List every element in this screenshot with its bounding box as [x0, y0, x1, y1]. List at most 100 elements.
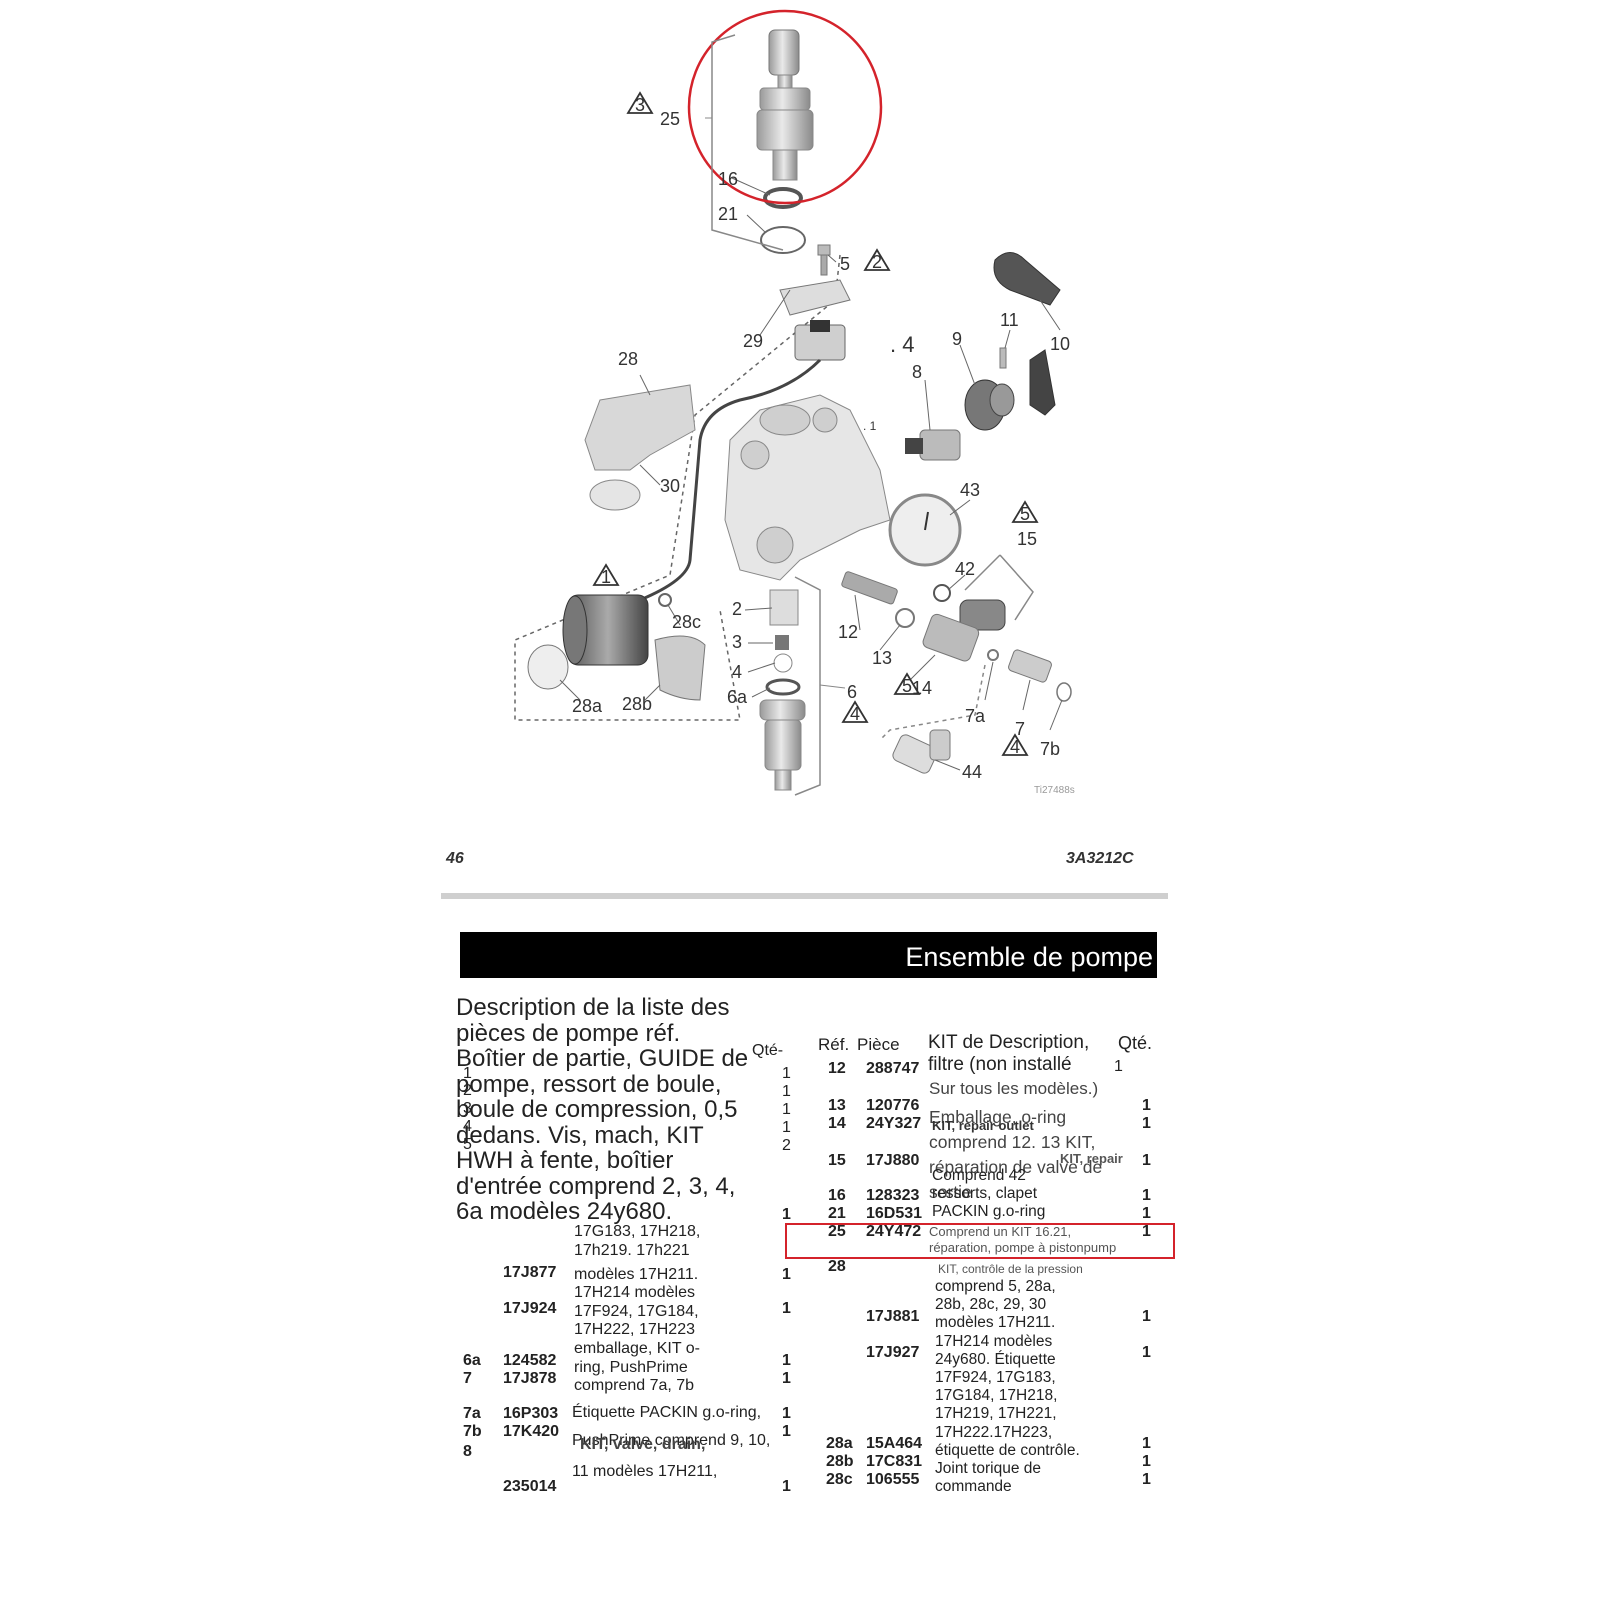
desc-cell: 11 modèles 17H211, — [572, 1463, 718, 1480]
callout-label: 5 — [840, 254, 850, 274]
ref-cell: 28a — [826, 1435, 853, 1452]
intro-description: Description de la liste des pièces de po… — [456, 994, 749, 1225]
callout-label: 10 — [1050, 334, 1070, 354]
callout-label: . 1 — [863, 419, 877, 433]
ref-cell: 4 — [463, 1118, 472, 1135]
ref-cell: 7a — [463, 1405, 481, 1422]
qty-cell: 1 — [782, 1119, 791, 1136]
highlight-row-box — [785, 1223, 1175, 1259]
ref-cell: 12 — [828, 1060, 846, 1077]
ref-cell: 14 — [828, 1115, 846, 1132]
part-cell: 17J881 — [866, 1308, 920, 1325]
desc-cell: Sur tous les modèles.) — [929, 1079, 1099, 1098]
ref-cell: 28b — [826, 1453, 854, 1470]
qty-cell: 1 — [1114, 1058, 1123, 1075]
desc-cell: modèles 17H211. — [574, 1266, 699, 1283]
callout-label: 7 — [1015, 719, 1025, 739]
right-side-parts — [841, 252, 1072, 774]
desc-cell: KIT, contrôle de la pression — [938, 1262, 1083, 1276]
qty-cell: 1 — [1142, 1471, 1151, 1488]
desc-cell: 17H214 modèles 17F924, 17G184, 17H222, 1… — [574, 1284, 699, 1338]
callout-label: 12 — [838, 622, 858, 642]
callout-label: 28a — [572, 696, 603, 716]
desc-cell: PushPrime comprend 9, 10, — [572, 1432, 771, 1449]
part-cell: 16D531 — [866, 1205, 923, 1222]
qty-cell: 1 — [782, 1206, 791, 1223]
shield-part — [584, 384, 696, 471]
ref-cell: 7 — [463, 1370, 472, 1387]
piston-pump-part — [756, 29, 814, 254]
ref-cell: 13 — [828, 1097, 846, 1114]
ref-cell: 8 — [463, 1443, 472, 1460]
part-cell: 128323 — [866, 1187, 920, 1204]
desc-header: KIT de Description, filtre (non installé — [928, 1032, 1090, 1075]
callout-label: 21 — [718, 204, 738, 224]
qty-cell: 1 — [1142, 1187, 1151, 1204]
callout-label: 29 — [743, 331, 763, 351]
desc-cell: Étiquette PACKIN g.o-ring, — [572, 1404, 762, 1421]
callout-label: 44 — [962, 762, 982, 782]
callout-label: 30 — [660, 476, 680, 496]
qty-cell: 1 — [782, 1083, 791, 1100]
desc-cell: KIT, repair — [1060, 1151, 1123, 1166]
ref-cell: 25 — [828, 1223, 846, 1240]
part-cell: 235014 — [503, 1478, 557, 1495]
warning-number: 5 — [1020, 504, 1030, 524]
ref-cell: 15 — [828, 1152, 846, 1169]
warning-number: 3 — [635, 95, 645, 115]
warning-icons — [592, 91, 1039, 756]
callout-label: 7a — [965, 706, 986, 726]
desc-cell: emballage, KIT o-ring, PushPrime compren… — [574, 1340, 700, 1394]
callout-label: . 4 — [890, 332, 914, 357]
qty-cell: 1 — [782, 1352, 791, 1369]
callout-label: 6a — [727, 687, 748, 707]
warning-number: 4 — [1010, 737, 1020, 757]
qty-header: Qté. — [1118, 1033, 1153, 1053]
qty-cell: 1 — [1142, 1223, 1151, 1240]
ref-cell: 28c — [826, 1471, 853, 1488]
callout-label: 6 — [847, 682, 857, 702]
warning-number: 5 — [902, 676, 912, 696]
part-cell: 24Y327 — [866, 1115, 922, 1132]
qty-cell: 1 — [782, 1423, 791, 1440]
part-cell: 288747 — [866, 1060, 920, 1077]
callout-label: 4 — [732, 662, 742, 682]
qty-cell: 1 — [782, 1478, 791, 1495]
qty-cell: 1 — [1142, 1152, 1151, 1169]
callout-label: 7b — [1040, 739, 1060, 759]
callout-label: 8 — [912, 362, 922, 382]
warning-number: 1 — [601, 567, 611, 587]
qty-cell: 1 — [782, 1065, 791, 1082]
callout-label: 28b — [622, 694, 652, 714]
desc-cell: KIT, valve, drain, — [580, 1436, 706, 1453]
ref-cell: 21 — [828, 1205, 846, 1222]
qty-cell: 1 — [782, 1370, 791, 1387]
part-cell: 16P303 — [503, 1405, 559, 1422]
callout-label: 14 — [912, 678, 932, 698]
callout-label: 25 — [660, 109, 680, 129]
qty-cell: 1 — [1142, 1115, 1151, 1132]
qty-cell: 1 — [782, 1405, 791, 1422]
document-number: 3A3212C — [1066, 850, 1134, 867]
ref-cell: 16 — [828, 1187, 846, 1204]
desc-cell: KIT, repair outlet — [932, 1118, 1034, 1133]
ref-cell: 3 — [463, 1100, 472, 1117]
callout-label: 9 — [952, 329, 962, 349]
inlet-valve-parts — [759, 589, 806, 791]
part-cell: 17J927 — [866, 1344, 920, 1361]
part-cell: 17K420 — [503, 1423, 560, 1440]
qty-header: Qté- — [752, 1042, 784, 1059]
qty-cell: 1 — [1142, 1308, 1151, 1325]
ref-cell: 2 — [463, 1082, 472, 1099]
part-cell: 17J880 — [866, 1152, 920, 1169]
part-cell: 17J924 — [503, 1300, 557, 1317]
desc-cell: Comprend 42 ressorts, clapet PACKIN g.o-… — [932, 1167, 1046, 1220]
desc-cell: Comprend un KIT 16.21, réparation, pompe… — [929, 1224, 1117, 1255]
section-title: Ensemble de pompe — [905, 942, 1153, 972]
highlight-circle — [687, 9, 883, 205]
qty-cell: 1 — [1142, 1435, 1151, 1452]
ref-header: Réf. — [818, 1035, 850, 1054]
callout-label: 28c — [672, 612, 701, 632]
callout-label: 43 — [960, 480, 980, 500]
part-cell: 120776 — [866, 1097, 920, 1114]
